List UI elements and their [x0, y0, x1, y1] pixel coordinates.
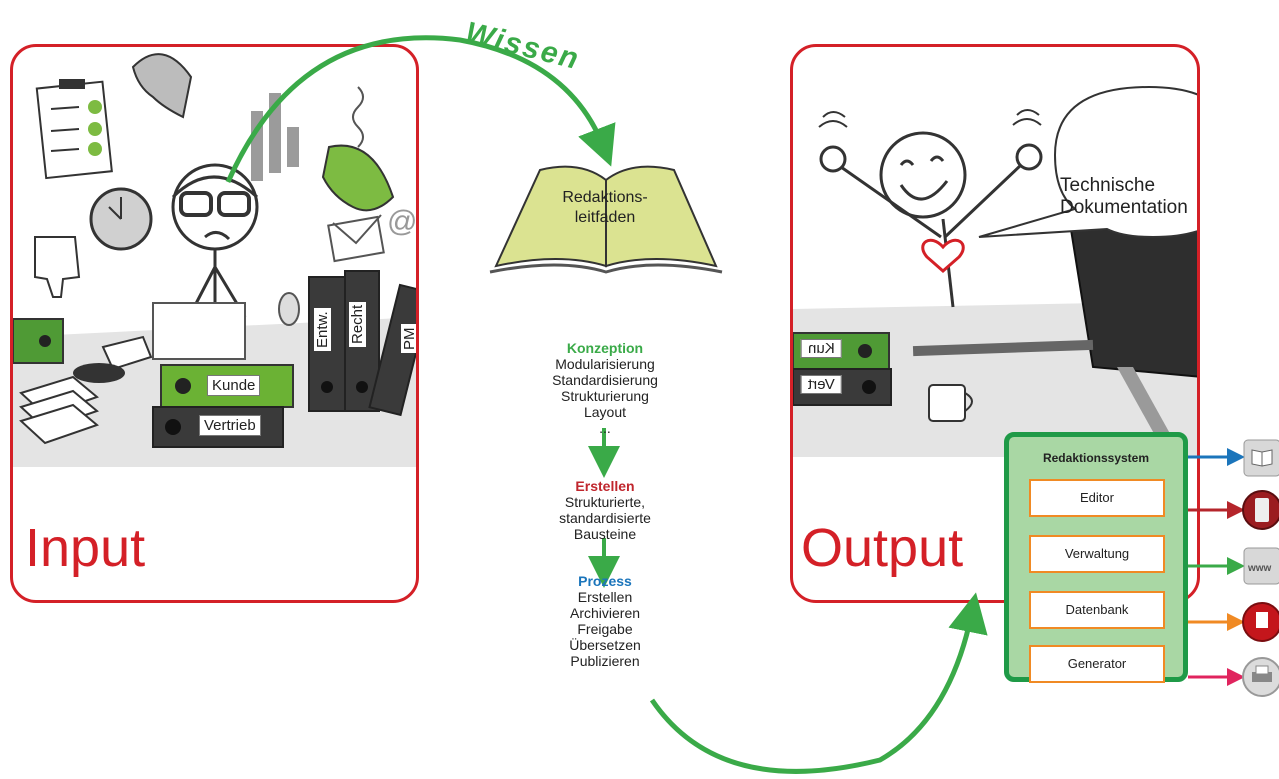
www-icon: www: [1243, 547, 1279, 585]
mobile-icon: [1242, 490, 1279, 530]
spilled-cup-icon: [73, 335, 153, 383]
paper-sheet: [152, 302, 246, 360]
svg-text:www: www: [1247, 563, 1272, 574]
input-panel: @: [10, 44, 419, 603]
coffee-cup-icon: [928, 384, 973, 422]
konzeption-item: Strukturierung: [561, 388, 649, 404]
book-icon: [489, 165, 723, 274]
speech-line-2: Dokumentation: [1060, 197, 1188, 218]
prozess-item: Übersetzen: [569, 637, 641, 653]
clipboard-icon: [35, 79, 113, 180]
redaktionssystem-box: Redaktionssystem Editor Verwaltung Daten…: [1004, 432, 1188, 683]
module-editor: Editor: [1029, 479, 1165, 517]
binder-pm: [368, 283, 416, 417]
section-konzeption: Konzeption Modularisierung Standardisier…: [480, 340, 730, 436]
thumbs-down-icon: [34, 236, 81, 298]
speech-text: Technische Dokumentation: [1060, 175, 1250, 219]
speech-bubble: [978, 85, 1197, 239]
book-line-1: Redaktions-: [562, 189, 648, 206]
output-arrow: [649, 592, 988, 774]
paper-stack: [19, 375, 100, 445]
pdf-icon: [1242, 602, 1279, 642]
input-label: Input: [25, 518, 146, 578]
phone-green-icon: [321, 86, 395, 212]
svg-text:@: @: [387, 205, 417, 238]
phone-grey-icon: [131, 53, 193, 119]
erstellen-item: standardisierte: [559, 510, 651, 526]
book-line-2: leitfaden: [574, 209, 636, 226]
book-label: Redaktions- leitfaden: [540, 188, 670, 228]
speech-line-1: Technische: [1060, 175, 1156, 196]
printer-icon: [1242, 657, 1279, 697]
konzeption-item: Standardisierung: [552, 372, 658, 388]
book-icon: [1243, 439, 1279, 477]
happy-figure: [818, 109, 1043, 308]
module-generator: Generator: [1029, 645, 1165, 683]
clock-icon: [89, 187, 153, 251]
heart-icon: [921, 238, 965, 273]
mouse-icon: [278, 292, 300, 326]
section-prozess: Prozess Erstellen Archivieren Freigabe Ü…: [480, 573, 730, 669]
prozess-item: Publizieren: [570, 653, 640, 669]
output-label: Output: [801, 518, 964, 578]
module-datenbank: Datenbank: [1029, 591, 1165, 629]
prozess-title: Prozess: [578, 573, 632, 589]
konzeption-item: Layout: [583, 404, 627, 420]
erstellen-item: Strukturierte,: [564, 494, 646, 510]
erstellen-item: Bausteine: [573, 526, 637, 542]
redaktionssystem-title: Redaktionssystem: [1042, 451, 1150, 465]
prozess-item: Archivieren: [569, 605, 641, 621]
prozess-item: Erstellen: [577, 589, 633, 605]
binder-label-kunde: Kunde: [207, 375, 261, 396]
wissen-arrow: [225, 35, 616, 184]
green-binder-left: [13, 318, 64, 364]
erstellen-title: Erstellen: [575, 478, 635, 494]
binder-label-vertrieb: Vertrieb: [199, 415, 261, 436]
section-erstellen: Erstellen Strukturierte, standardisierte…: [480, 478, 730, 542]
konzeption-item: ...: [599, 420, 611, 436]
konzeption-title: Konzeption: [566, 340, 644, 356]
prozess-item: Freigabe: [577, 621, 633, 637]
module-verwaltung: Verwaltung: [1029, 535, 1165, 573]
konzeption-item: Modularisierung: [555, 356, 655, 372]
envelope-icon: @: [327, 205, 417, 263]
